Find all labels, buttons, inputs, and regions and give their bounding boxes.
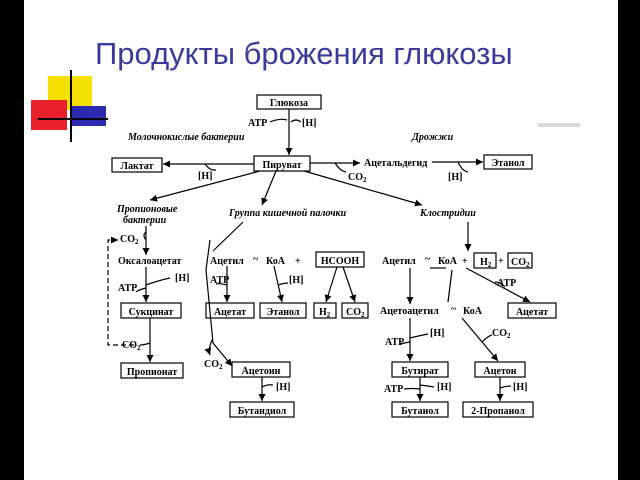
- coa-label-clostridia: КоА: [438, 256, 458, 267]
- acetoin-node: Ацетоин: [231, 361, 291, 378]
- acetyl-label-coli: Ацетил: [210, 256, 244, 267]
- acetone-label: Ацетон: [484, 366, 517, 377]
- pyruvate-label: Пируват: [262, 160, 301, 171]
- acetate-clostridia-label: Ацетат: [516, 307, 548, 318]
- propionic-bacteria-label-1: Пропионовые: [116, 204, 178, 215]
- butyrate-label: Бутират: [401, 366, 438, 377]
- tilde-clostridia: ~: [425, 254, 431, 265]
- atp-label-succinate: ATP: [118, 283, 137, 294]
- plus-coli: +: [295, 256, 301, 267]
- h-label-butanol: [H]: [437, 382, 451, 393]
- atp-label-butanol: ATP: [384, 384, 403, 395]
- lactic-bacteria-label: Молочнокислые бактерии: [127, 132, 245, 143]
- atp-label-coli: ATP: [210, 275, 229, 286]
- h2-node-clostridia: H2: [473, 252, 497, 269]
- acetoin-label: Ацетоин: [242, 366, 281, 377]
- co2-clostridia-label: CO2: [511, 257, 530, 269]
- h2-node-coli: H2: [313, 302, 337, 319]
- propionic-bacteria-label-2: бактерии: [123, 215, 167, 226]
- hcooh-node: HCOOH: [315, 251, 365, 268]
- co2-coli-label: CO2: [346, 307, 365, 319]
- butanol-node: Бутанол: [391, 401, 449, 418]
- acetyl-label-clostridia: Ацетил: [382, 256, 416, 267]
- plus-clostridia-2: +: [498, 256, 504, 267]
- propionate-label: Пропионат: [127, 367, 177, 378]
- butanediol-node: Бутандиол: [229, 401, 295, 418]
- h-label-butyrate: [H]: [430, 328, 444, 339]
- plus-clostridia-1: +: [462, 256, 468, 267]
- tilde-coli: ~: [253, 254, 259, 265]
- decoration-red-square: [31, 100, 67, 130]
- co2-label-acetone: CO2: [492, 328, 511, 340]
- tilde-acetoacetyl: ~: [451, 304, 457, 315]
- right-border-strip: [618, 0, 640, 480]
- h-label-coli: [H]: [289, 275, 303, 286]
- decoration-gray-line: [538, 123, 580, 127]
- ethanol-coli-label: Этанол: [266, 307, 299, 318]
- ethanol-node-top: Этанол: [483, 154, 533, 170]
- glucose-label: Глюкоза: [270, 98, 308, 109]
- acetate-node-clostridia: Ацетат: [507, 302, 557, 319]
- yeast-label: Дрожжи: [411, 132, 454, 143]
- pyruvate-node: Пируват: [253, 155, 311, 172]
- connectors: [107, 109, 531, 401]
- h-label-lactate: [H]: [198, 171, 212, 182]
- ethanol-top-label: Этанол: [491, 158, 524, 169]
- co2-label-propionic-top: CO2: [120, 234, 139, 246]
- slide-title: Продукты брожения глюкозы: [95, 36, 513, 71]
- h-label-glucose: [H]: [302, 118, 316, 129]
- butanediol-label: Бутандиол: [238, 406, 287, 417]
- co2-label-pyruvate: CO2: [348, 172, 367, 184]
- lactate-label: Лактат: [121, 161, 154, 172]
- succinate-node: Сукцинат: [120, 302, 182, 319]
- h2-coli-label: H2: [319, 307, 331, 319]
- co2-node-clostridia: CO2: [507, 252, 533, 269]
- decoration-vertical-line: [70, 70, 72, 142]
- butanol-label: Бутанол: [401, 406, 439, 417]
- h-label-ethanol: [H]: [448, 172, 462, 183]
- atp-label-glucose: ATP: [248, 118, 267, 129]
- hcooh-label: HCOOH: [321, 256, 360, 267]
- decoration-blue-square: [70, 106, 106, 126]
- acetaldehyde-label: Ацетальдегид: [364, 158, 427, 169]
- atp-label-clostridia: ATP: [497, 278, 516, 289]
- co2-node-coli: CO2: [341, 302, 369, 319]
- acetone-node: Ацетон: [474, 361, 526, 378]
- coa-label-acetoacetyl: КоА: [463, 306, 483, 317]
- atp-label-butyrate: ATP: [385, 337, 404, 348]
- h-label-propanol: [H]: [513, 382, 527, 393]
- co2-label-propionic-bottom: CO2: [122, 340, 141, 352]
- succinate-label: Сукцинат: [129, 307, 174, 318]
- h2-clostridia-label: H2: [480, 257, 492, 269]
- coli-group-label: Группа кишечной палочки: [228, 208, 347, 219]
- propanol-label: 2-Пропанол: [471, 406, 525, 417]
- h-label-acetoin: [H]: [276, 382, 290, 393]
- clostridia-label: Клостридии: [419, 208, 476, 219]
- glucose-node: Глюкоза: [256, 94, 322, 110]
- lactate-node: Лактат: [111, 157, 163, 173]
- co2-label-acetoin: CO2: [204, 359, 223, 371]
- butyrate-node: Бутират: [391, 361, 449, 378]
- propionate-node: Пропионат: [120, 362, 184, 379]
- acetoacetyl-label: Ацетоацетил: [380, 306, 439, 317]
- ethanol-node-coli: Этанол: [259, 302, 307, 319]
- coa-label-coli: КоА: [266, 256, 286, 267]
- acetate-node-coli: Ацетат: [205, 302, 255, 319]
- left-border-strip: [0, 0, 24, 480]
- acetate-coli-label: Ацетат: [214, 307, 246, 318]
- h-label-oxaloacetate: [H]: [175, 273, 189, 284]
- decoration-horizontal-line: [38, 118, 108, 120]
- oxaloacetate-label: Оксалоацетат: [118, 256, 182, 267]
- propanol-node: 2-Пропанол: [462, 401, 534, 418]
